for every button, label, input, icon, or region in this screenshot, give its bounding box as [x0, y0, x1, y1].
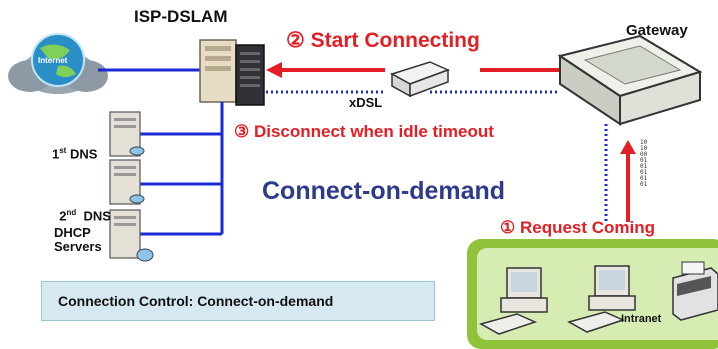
pc-icon: [567, 265, 636, 333]
connection-control-caption: Connection Control: Connect-on-demand: [41, 281, 435, 321]
printer-icon: [672, 261, 718, 321]
step1-request-coming: ① Request Coming: [500, 218, 656, 237]
dhcp-server-icon: [109, 209, 154, 262]
diagram-title: Connect-on-demand: [262, 177, 506, 205]
dns2-label: 2nd DNS: [59, 208, 111, 224]
dslam-server-icon: [199, 39, 265, 106]
dhcp-servers-label: DHCP Servers: [54, 225, 102, 254]
binary-stream-label: 1010000101010101: [640, 139, 648, 188]
dns2-server-icon: [109, 159, 145, 205]
pc-icon: [479, 267, 548, 335]
internet-label: Internet: [38, 56, 68, 65]
dns1-server-icon: [109, 111, 145, 157]
intranet-label: Intranet: [621, 313, 662, 325]
intranet-devices: [479, 261, 718, 335]
step3-disconnect-idle: ③ Disconnect when idle timeout: [234, 122, 494, 141]
xdsl-label: xDSL: [349, 95, 383, 110]
modem-icon: [390, 61, 450, 98]
internet-globe-icon: [8, 33, 108, 94]
isp-dslam-label: ISP-DSLAM: [134, 7, 228, 26]
dns1-label: 1st DNS: [52, 146, 98, 162]
step2-start-connecting: ② Start Connecting: [286, 29, 480, 52]
gateway-label: Gateway: [626, 22, 688, 39]
gateway-router-icon: [557, 34, 703, 126]
